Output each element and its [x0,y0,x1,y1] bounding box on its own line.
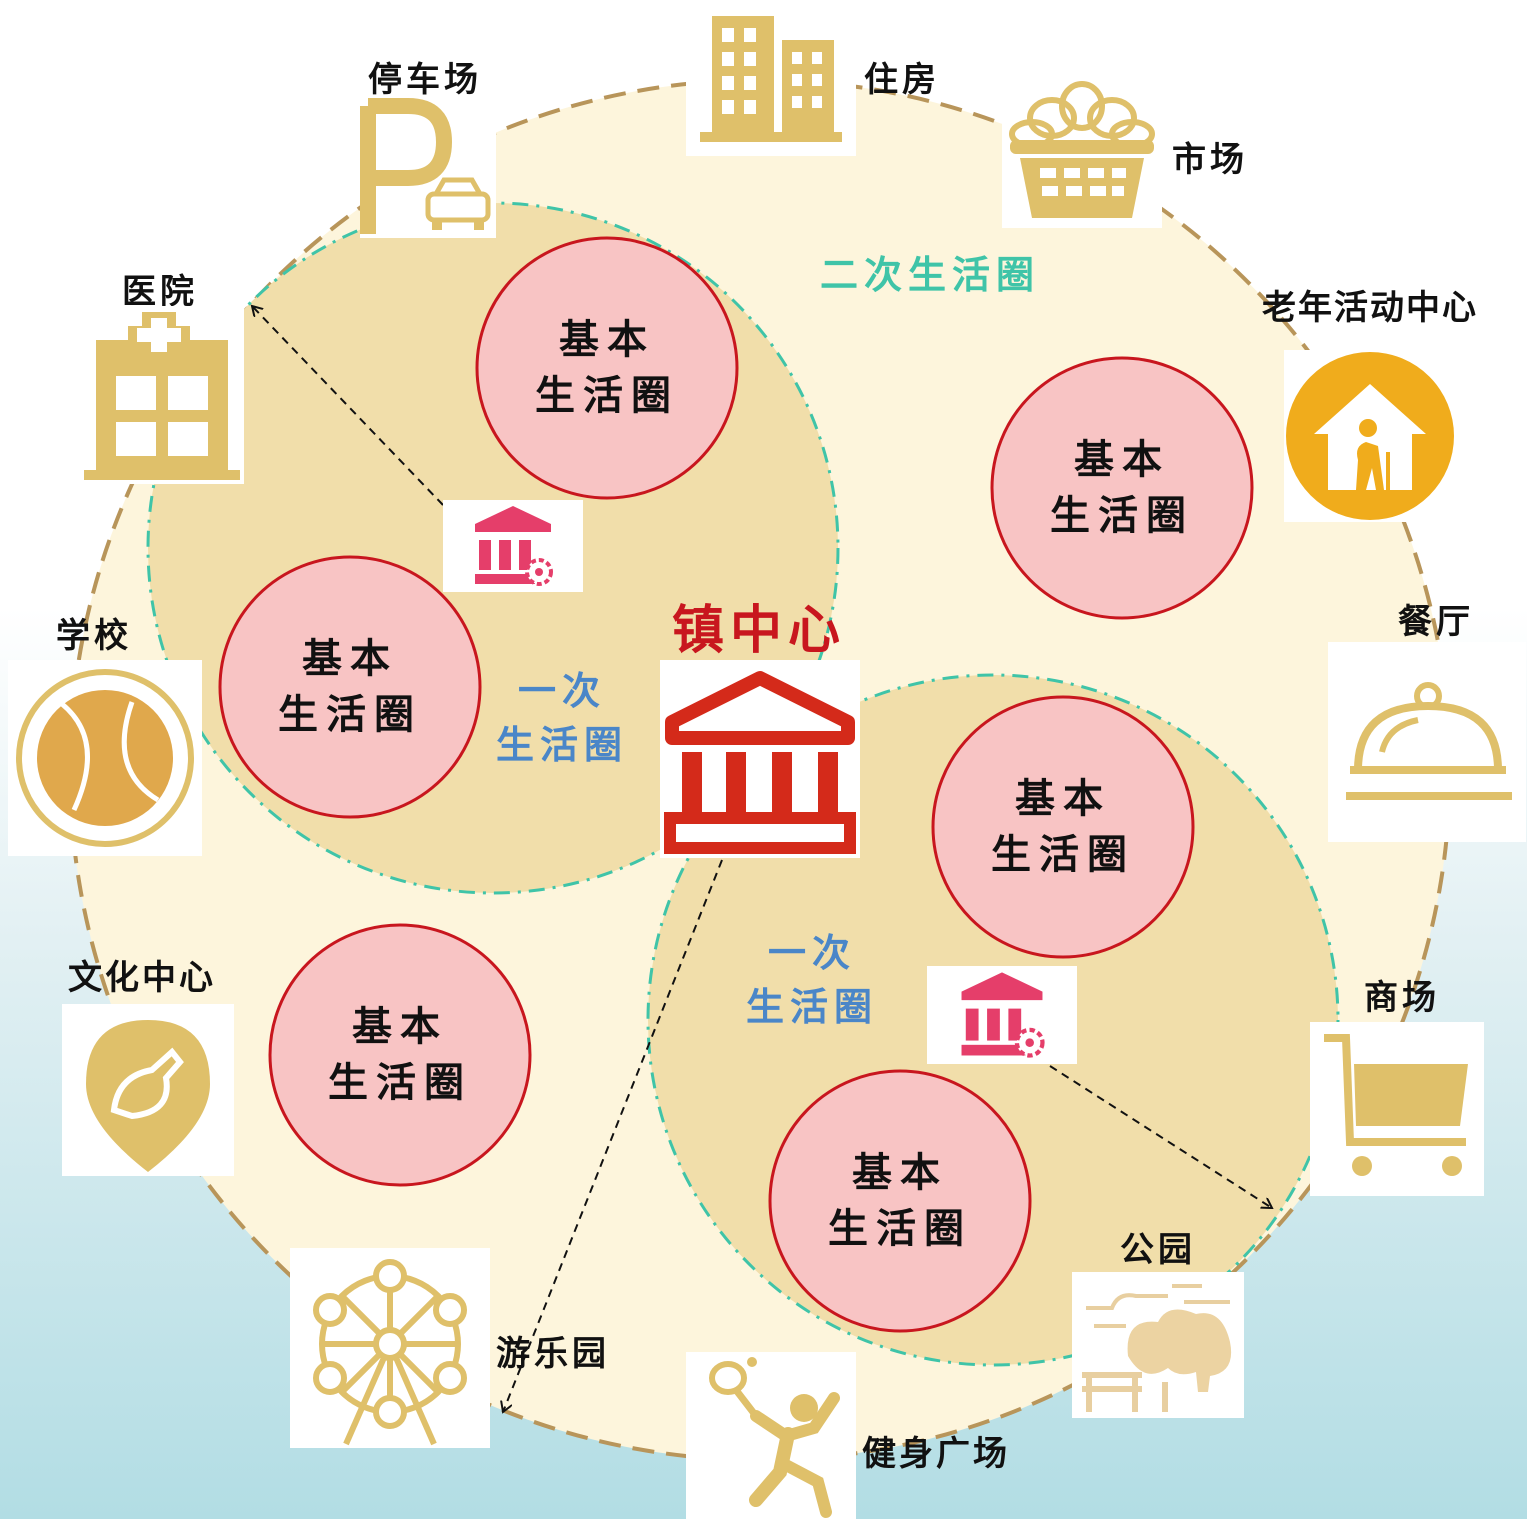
location-pin-icon [86,1020,210,1172]
basic-line2: 生活圈 [828,1205,972,1252]
primary-zone-label-right: 一次 生活圈 [742,926,882,1034]
tennis-player-icon [709,1357,840,1518]
basic-circle-2-text: 基本 生活圈 [1042,432,1202,544]
basic-circle-5 [268,923,532,1187]
town-center-icon [660,660,860,858]
primary-zone-left-line2: 生活圈 [495,722,628,767]
elderly-center-label: 老年活动中心 [1262,288,1478,328]
restaurant-label: 餐厅 [1398,602,1474,642]
basic-circle-4 [931,695,1195,959]
culture-center-label: 文化中心 [68,958,216,998]
building-icon [700,16,842,142]
mall-box [1310,1022,1484,1196]
basic-line1: 基本 [852,1149,948,1196]
basic-line1: 基本 [559,316,655,363]
basic-line1: 基本 [1074,436,1170,483]
primary-zone-right-line2: 生活圈 [745,984,878,1029]
school-box [8,660,202,856]
sub-center-icon-left [443,500,583,592]
hospital-label: 医院 [122,272,198,312]
basic-circle-4-text: 基本 生活圈 [983,771,1143,883]
basic-circle-1-text: 基本 生活圈 [527,312,687,424]
secondary-zone-label: 二次生活圈 [820,252,1041,297]
parking-icon [360,98,491,234]
basic-line2: 生活圈 [328,1059,472,1106]
parking-box [360,98,496,238]
basic-line2: 生活圈 [1050,492,1194,539]
basket-icon [1009,81,1155,218]
primary-zone-right-line1: 一次 [767,930,856,975]
park-label: 公园 [1120,1230,1196,1270]
primary-zone-label-left: 一次 生活圈 [492,664,632,772]
fitness-square-label: 健身广场 [862,1434,1010,1474]
culture-center-box [62,1004,234,1176]
bank-gear-icon [961,972,1045,1058]
market-label: 市场 [1172,140,1248,180]
basic-line2: 生活圈 [991,831,1135,878]
market-box [1002,78,1162,228]
ball-icon [16,669,194,847]
school-label: 学校 [56,616,132,656]
restaurant-box [1328,642,1526,842]
basic-line1: 基本 [1015,775,1111,822]
government-building-icon [664,671,856,854]
basic-circle-6 [768,1069,1032,1333]
elderly-house-icon [1286,352,1454,520]
bank-gear-icon [475,506,553,586]
hospital-icon [84,312,240,480]
basic-line2: 生活圈 [278,691,422,738]
basic-circle-3 [218,555,482,819]
park-box [1072,1272,1244,1418]
housing-label: 住房 [864,60,940,100]
basic-circle-6-text: 基本 生活圈 [820,1145,980,1257]
basic-line2: 生活圈 [535,372,679,419]
radius-arrow-right [1049,1065,1272,1208]
amusement-park-box [290,1248,490,1448]
sub-center-icon-right [927,966,1077,1064]
housing-box [686,8,856,156]
hospital-box [80,306,244,484]
primary-zone-left-line1: 一次 [517,668,606,713]
basic-circle-5-text: 基本 生活圈 [320,999,480,1111]
basic-circle-3-text: 基本 生活圈 [270,631,430,743]
elderly-center-box [1284,350,1456,522]
basic-circle-2 [990,356,1254,620]
fitness-square-box [686,1352,856,1519]
basic-line1: 基本 [302,635,398,682]
radius-arrow-center [503,859,723,1412]
basic-line1: 基本 [352,1003,448,1050]
cloche-icon [1346,682,1512,800]
shopping-cart-icon [1324,1034,1468,1176]
town-center-label: 镇中心 [672,600,847,661]
mall-label: 商场 [1364,978,1440,1018]
radius-arrow-left [252,306,444,506]
basic-circle-1 [475,236,739,500]
amusement-park-label: 游乐园 [496,1334,610,1374]
ferris-wheel-icon [313,1259,467,1446]
park-icon [1082,1284,1232,1412]
parking-label: 停车场 [368,60,482,100]
